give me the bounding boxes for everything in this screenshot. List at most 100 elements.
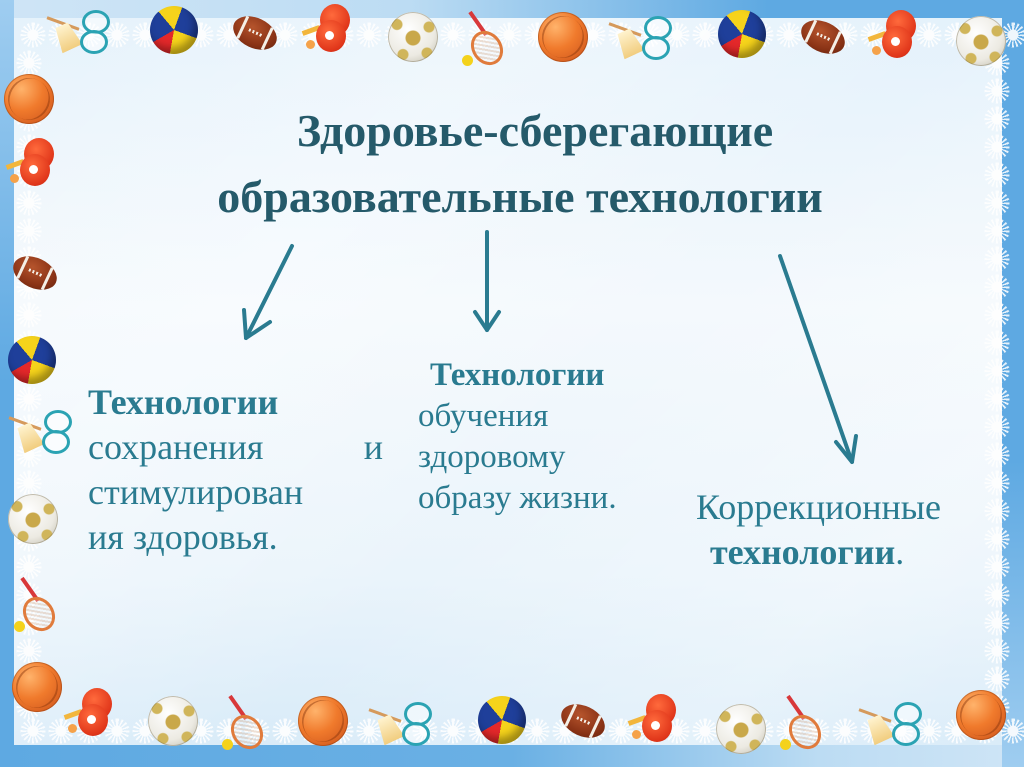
daisy-icon	[16, 302, 42, 328]
daisy-icon	[440, 22, 466, 48]
daisy-icon	[16, 218, 42, 244]
ping-pong-icon	[5, 138, 56, 188]
ping-pong-icon	[63, 688, 114, 738]
daisy-icon	[984, 190, 1010, 216]
badminton-icon	[46, 8, 110, 56]
american-football-icon	[795, 13, 851, 61]
daisy-icon	[984, 246, 1010, 272]
branch-line: обучения	[418, 398, 549, 434]
frame-right	[1002, 0, 1024, 767]
tennis-racket-icon	[222, 694, 270, 756]
daisy-icon	[984, 470, 1010, 496]
arrow-left-icon	[242, 244, 294, 340]
branch-line: Коррекционные	[696, 487, 941, 527]
daisy-icon	[984, 358, 1010, 384]
title-line-1: Здоровье-сберегающие	[296, 105, 774, 156]
daisy-icon	[20, 718, 46, 744]
daisy-icon	[984, 106, 1010, 132]
soccer-ball-icon	[956, 16, 1006, 66]
daisy-icon	[16, 470, 42, 496]
daisy-icon	[692, 718, 718, 744]
branch-heading: Технологии	[430, 357, 605, 393]
tennis-racket-icon	[780, 694, 828, 756]
volleyball-icon	[8, 336, 56, 384]
daisy-icon	[776, 22, 802, 48]
soccer-ball-icon	[716, 704, 766, 754]
daisy-icon	[984, 610, 1010, 636]
daisy-icon	[984, 582, 1010, 608]
badminton-icon	[8, 408, 72, 456]
daisy-icon	[16, 638, 42, 664]
ping-pong-icon	[867, 10, 918, 60]
daisy-icon	[984, 442, 1010, 468]
daisy-icon	[984, 330, 1010, 356]
daisy-icon	[984, 386, 1010, 412]
basketball-icon	[4, 74, 54, 124]
daisy-icon	[16, 50, 42, 76]
daisy-icon	[16, 554, 42, 580]
daisy-icon	[496, 22, 522, 48]
daisy-icon	[984, 498, 1010, 524]
branch-heading: Технологии	[88, 382, 279, 422]
daisy-icon	[984, 666, 1010, 692]
daisy-icon	[16, 386, 42, 412]
volleyball-icon	[478, 696, 526, 744]
daisy-icon	[356, 718, 382, 744]
branch-line: здоровому	[418, 439, 566, 475]
daisy-icon	[984, 218, 1010, 244]
daisy-icon	[984, 78, 1010, 104]
soccer-ball-icon	[8, 494, 58, 544]
frame-left	[0, 0, 14, 767]
soccer-ball-icon	[148, 696, 198, 746]
arrow-right-icon	[778, 254, 858, 464]
basketball-icon	[298, 696, 348, 746]
daisy-lace-right	[984, 50, 1010, 720]
daisy-icon	[804, 718, 830, 744]
ping-pong-icon	[627, 694, 678, 744]
basketball-icon	[538, 12, 588, 62]
daisy-icon	[984, 638, 1010, 664]
daisy-icon	[984, 302, 1010, 328]
branch-line: ия здоровья.	[88, 517, 278, 557]
daisy-icon	[984, 526, 1010, 552]
daisy-icon	[524, 718, 550, 744]
badminton-icon	[858, 700, 922, 748]
tennis-racket-icon	[14, 576, 62, 638]
branch-text: .	[895, 532, 905, 572]
badminton-icon	[368, 700, 432, 748]
branch-line: стимулирован	[88, 472, 304, 512]
daisy-icon	[440, 718, 466, 744]
daisy-icon	[692, 22, 718, 48]
branch-heading: технологии	[710, 532, 896, 572]
daisy-icon	[984, 162, 1010, 188]
frame-bottom	[0, 745, 1024, 767]
tennis-racket-icon	[462, 10, 510, 72]
branch-healthy-lifestyle-education: Технологии обучения здоровому образу жиз…	[418, 355, 658, 519]
branch-line: образу жизни.	[418, 480, 617, 516]
daisy-icon	[20, 22, 46, 48]
daisy-icon	[16, 190, 42, 216]
ping-pong-icon	[301, 4, 352, 54]
daisy-icon	[984, 554, 1010, 580]
branch-correctional: Коррекционные технологии.	[696, 485, 1016, 575]
slide-title: Здоровье-сберегающие образовательные тех…	[110, 98, 930, 230]
basketball-icon	[956, 690, 1006, 740]
branch-line: сохранения и	[88, 425, 383, 470]
branch-line: технологии.	[696, 530, 1016, 575]
volleyball-icon	[718, 10, 766, 58]
branch-health-preservation: Технологии сохранения и стимулирован ия …	[88, 380, 383, 560]
daisy-icon	[244, 718, 270, 744]
daisy-icon	[984, 134, 1010, 160]
daisy-icon	[104, 718, 130, 744]
volleyball-icon	[150, 6, 198, 54]
daisy-icon	[916, 718, 942, 744]
title-line-2: образовательные технологии	[217, 171, 823, 222]
daisy-icon	[832, 718, 858, 744]
soccer-ball-icon	[388, 12, 438, 62]
badminton-icon	[608, 14, 672, 62]
daisy-icon	[356, 22, 382, 48]
arrow-center-icon	[473, 230, 501, 332]
daisy-icon	[984, 274, 1010, 300]
basketball-icon	[12, 662, 62, 712]
